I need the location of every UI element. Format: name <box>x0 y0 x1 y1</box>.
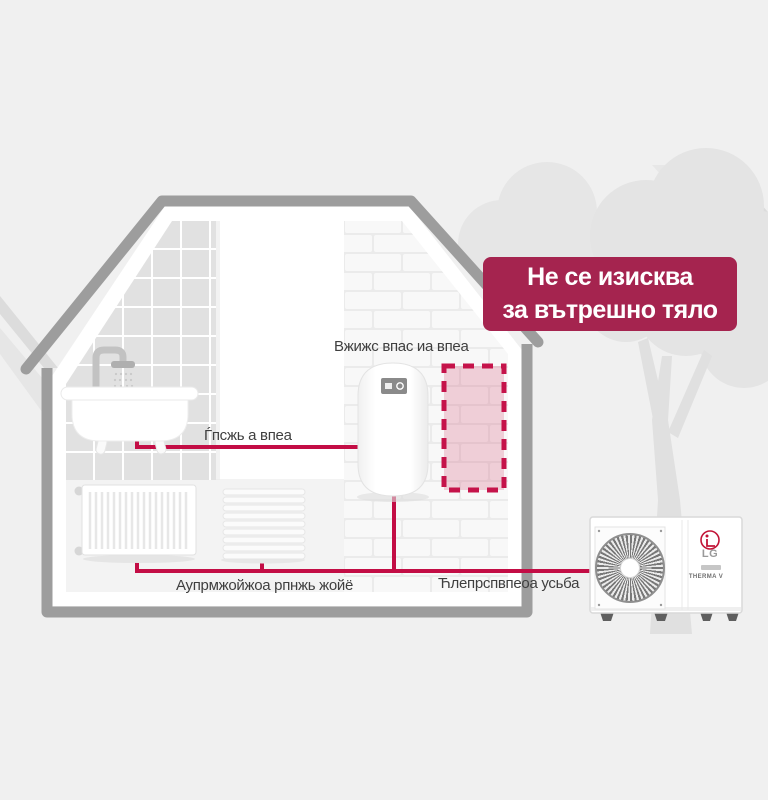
indoor-unit-zone <box>441 363 507 493</box>
energy-chip <box>701 565 721 570</box>
fan-hub <box>621 559 639 577</box>
wall-outline <box>41 344 533 618</box>
therma-v-text: THERMA V <box>688 574 724 580</box>
label-hot-water: Ѓпсжь а впеа <box>204 427 292 444</box>
bathtub <box>60 346 199 455</box>
fan-icon <box>595 533 665 603</box>
radiator-slats-icon <box>221 488 306 564</box>
lg-brand-text: LG <box>701 548 719 560</box>
radiator-panel-icon <box>74 484 197 563</box>
badge-line-1: Не се изисква <box>527 263 693 291</box>
unit-feet <box>600 612 739 621</box>
lg-logo-icon <box>700 530 720 550</box>
label-floor-heating: Аупрмжойжоа рпнжь жойё <box>176 577 354 594</box>
tank-control-panel <box>381 378 407 394</box>
water-tank <box>357 362 429 502</box>
label-water-tank: Вжижс впас иа впеа <box>334 338 469 355</box>
roof-outline <box>20 195 544 375</box>
info-badge: Не се изисква за вътрешно тяло <box>483 257 737 331</box>
label-pipe: Ћлепрспвпеоа усьба <box>438 575 580 592</box>
badge-line-2: за вътрешно тяло <box>502 296 718 324</box>
